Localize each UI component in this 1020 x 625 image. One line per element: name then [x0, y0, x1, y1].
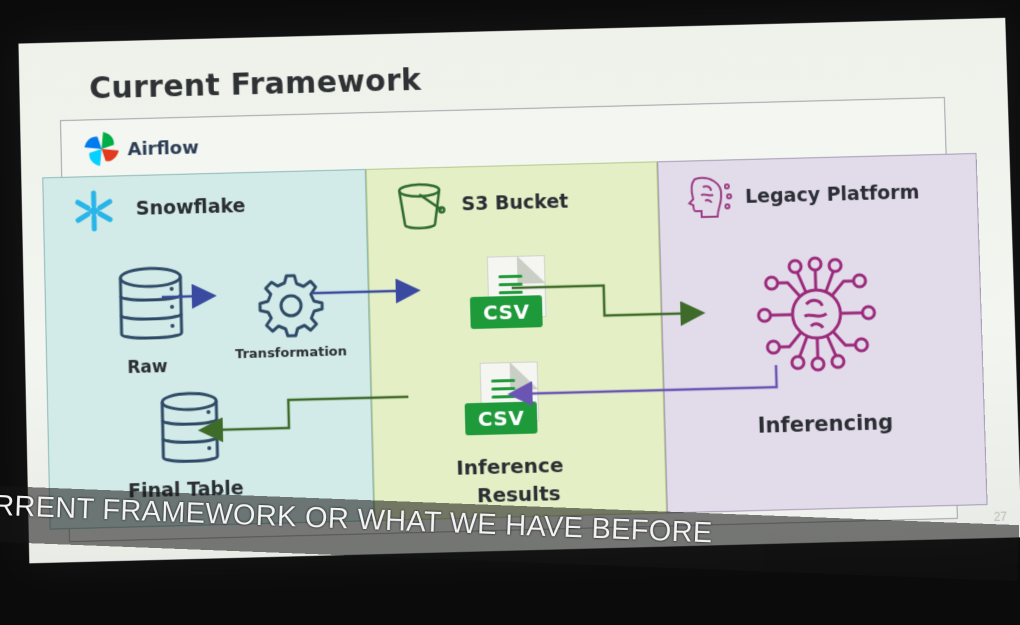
s3-title: S3 Bucket: [461, 191, 568, 216]
slide-title: Current Framework: [89, 63, 422, 106]
csv-bottom-badge: CSV: [465, 401, 538, 435]
snowflake-title: Snowflake: [136, 195, 246, 220]
legacy-platform-title: Legacy Platform: [745, 181, 920, 207]
inferencing-label: Inferencing: [757, 410, 893, 438]
airflow-pinwheel-icon: [81, 129, 122, 168]
snowflake-panel: Snowflake Raw: [42, 169, 374, 530]
airflow-frame: Airflow Snowflake: [60, 97, 958, 542]
final-table-database-icon: [158, 390, 222, 470]
inference-results-label-line1: Inference: [456, 453, 564, 480]
bucket-icon: [395, 180, 448, 233]
snowflake-icon: [71, 188, 116, 233]
transformation-label: Transformation: [235, 344, 347, 362]
legacy-platform-panel: Legacy Platform: [657, 153, 987, 513]
neural-network-brain-icon: [747, 246, 887, 380]
raw-database-icon: [115, 265, 187, 347]
page-number: 27: [993, 510, 1007, 524]
gear-icon: [257, 271, 325, 339]
raw-label: Raw: [127, 357, 168, 378]
slide: Current Framework Airflow: [18, 18, 1020, 564]
s3-panel: S3 Bucket CSV CSV Inference Results: [366, 161, 667, 521]
inference-results-label-line2: Results: [477, 481, 561, 507]
airflow-label: Airflow: [127, 137, 199, 160]
csv-top-badge: CSV: [470, 295, 543, 329]
brain-head-icon: [681, 172, 736, 221]
